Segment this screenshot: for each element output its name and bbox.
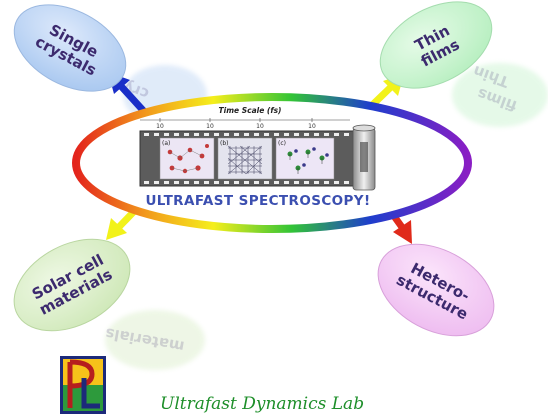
panel-a-label: (a) [162, 140, 170, 147]
time-axis-ticks [159, 118, 313, 122]
film-perforations-bottom [144, 181, 349, 184]
panel-b: (b) [217, 137, 273, 180]
film-perforations-top [144, 133, 349, 136]
node-thin-films[interactable]: Thin films [366, 0, 507, 106]
panel-a: (a) [159, 137, 215, 180]
film-roll-icon [352, 124, 376, 191]
panel-b-label: (b) [220, 140, 229, 147]
reflection-bottom-left [105, 310, 205, 370]
node-single-crystals[interactable]: Single crystals [0, 0, 140, 109]
panel-c: (c) [275, 137, 335, 180]
panel-c-clusters [287, 147, 329, 174]
lab-name: Ultrafast Dynamics Lab [160, 394, 365, 414]
panel-c-label: (c) [278, 140, 286, 147]
lab-logo [60, 356, 106, 414]
tick-label-1: 10 [156, 123, 164, 130]
ultrafast-spectroscopy-title: ULTRAFAST SPECTROSCOPY! [145, 193, 370, 209]
tick-label-4: 10 [308, 123, 316, 130]
node-heterostructure[interactable]: Hetero- structure [362, 226, 509, 355]
film-strip: (a) (b) (c) [139, 130, 355, 187]
reflection-top-right [452, 63, 548, 127]
tick-label-2: 10 [206, 123, 214, 130]
time-scale-title: Time Scale (fs) [219, 106, 282, 115]
node-solar-cell-materials[interactable]: Solar cell materials [0, 221, 146, 350]
tick-label-3: 10 [256, 123, 264, 130]
panel-b-lattice [227, 145, 263, 175]
